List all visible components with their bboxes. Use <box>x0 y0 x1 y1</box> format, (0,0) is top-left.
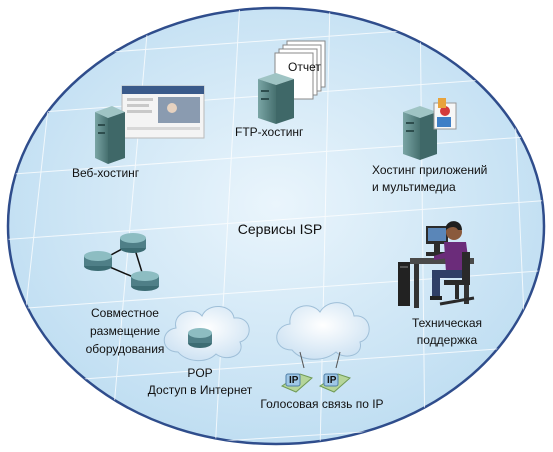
ftp-hosting-server-icon <box>258 40 326 124</box>
ftp-hosting-label: FTP-хостинг <box>235 125 304 139</box>
tech-support-person-icon <box>398 221 475 308</box>
report-label: Отчет <box>288 60 321 74</box>
pop-cloud-icon <box>163 306 250 361</box>
app-hosting-server-icon <box>403 98 457 160</box>
web-hosting-label: Веб-хостинг <box>72 166 140 180</box>
colocation-label-line3: оборудования <box>85 342 165 356</box>
voip-cloud-icon <box>276 302 370 369</box>
support-label-line1: Техническая <box>411 316 482 330</box>
pop-label: POP <box>187 366 213 380</box>
app-hosting-label-line2: и мультимедиа <box>372 180 456 194</box>
ip-phone-right-icon <box>318 373 351 393</box>
colocation-routers-icon <box>84 233 159 291</box>
app-hosting-label-line1: Хостинг приложений <box>372 163 488 177</box>
ip-phone-left-icon <box>280 373 313 393</box>
colocation-label-line2: размещение <box>89 324 161 338</box>
internet-access-label: Доступ в Интернет <box>147 383 253 397</box>
voip-label: Голосовая связь по IP <box>260 397 384 411</box>
ip-badge-left: IP <box>289 375 299 386</box>
support-label-line2: поддержка <box>416 333 478 347</box>
ip-badge-right: IP <box>327 375 337 386</box>
diagram-title: Сервисы ISP <box>237 221 323 237</box>
web-hosting-server-icon <box>95 85 205 164</box>
colocation-label-line1: Совместное <box>91 306 159 320</box>
